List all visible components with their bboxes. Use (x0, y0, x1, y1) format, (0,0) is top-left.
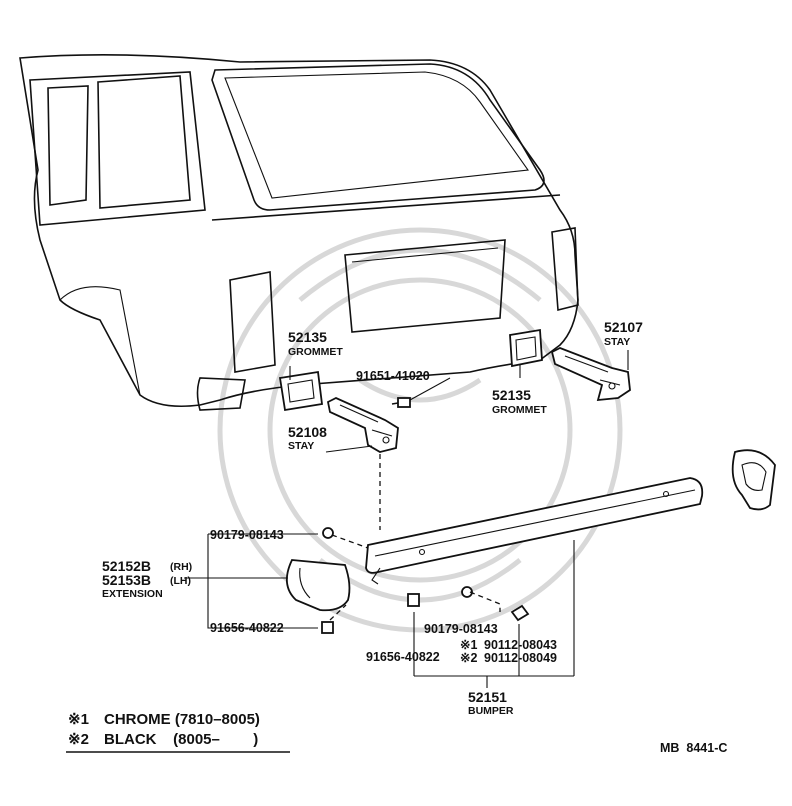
bolt-black-mark: ※2 (460, 651, 477, 665)
car-body (19, 54, 579, 411)
stay-rh-number: 52107 (604, 319, 643, 335)
stay-lh (326, 397, 399, 453)
extension-rh-cap (731, 449, 776, 511)
note-2-text: BLACK (8005– ) (104, 731, 258, 748)
bolt-chrome-mark: ※1 (460, 638, 477, 652)
bumper-bar (365, 477, 704, 585)
stay-rh (550, 347, 631, 402)
extension-rh-number: 52152B (102, 558, 151, 574)
diagram-code: MB 8441-C (660, 741, 727, 755)
grommet-rh (509, 328, 543, 368)
extension-lh (286, 559, 351, 612)
grommet-lh-name: GROMMET (288, 346, 343, 358)
stay-lh-number: 52108 (288, 424, 327, 440)
grommet-rh-number: 52135 (492, 387, 531, 403)
bolt-ext (321, 621, 334, 634)
note-1-text: CHROME (7810–8005) (104, 711, 260, 728)
nut-ext-number: 90179-08143 (210, 528, 284, 542)
bolt-ext-number: 91656-40822 (210, 621, 284, 635)
nut-ext (322, 527, 334, 539)
watermark (217, 227, 623, 633)
bolt-bumper-number: 91656-40822 (366, 650, 440, 664)
bolt-chrome-number: 90112-08043 (484, 638, 557, 652)
bolt-bumper-left (407, 593, 420, 607)
grommet-rh-name: GROMMET (492, 404, 547, 416)
note-2-mark: ※2 (68, 731, 89, 748)
bolt-top-number: 91651-41020 (356, 369, 430, 383)
bolt-bumper-right (510, 604, 530, 622)
bumper-number: 52151 (468, 689, 507, 705)
grommet-lh-number: 52135 (288, 329, 327, 345)
grommet-lh (278, 370, 324, 412)
extension-rh-tag: (RH) (170, 561, 192, 573)
bumper-name: BUMPER (468, 705, 514, 717)
extension-lh-number: 52153B (102, 572, 151, 588)
extension-name: EXTENSION (102, 588, 163, 600)
bolt-91651 (391, 397, 411, 408)
nut-bumper (461, 586, 473, 598)
leader-lines (184, 350, 629, 688)
note-1-mark: ※1 (68, 711, 89, 728)
stay-lh-name: STAY (288, 440, 314, 452)
bolt-black-number: 90112-08049 (484, 651, 557, 665)
stay-rh-name: STAY (604, 336, 630, 348)
assembly-lines (329, 454, 501, 621)
nut-bumper-number: 90179-08143 (424, 622, 498, 636)
extension-lh-tag: (LH) (170, 575, 191, 587)
